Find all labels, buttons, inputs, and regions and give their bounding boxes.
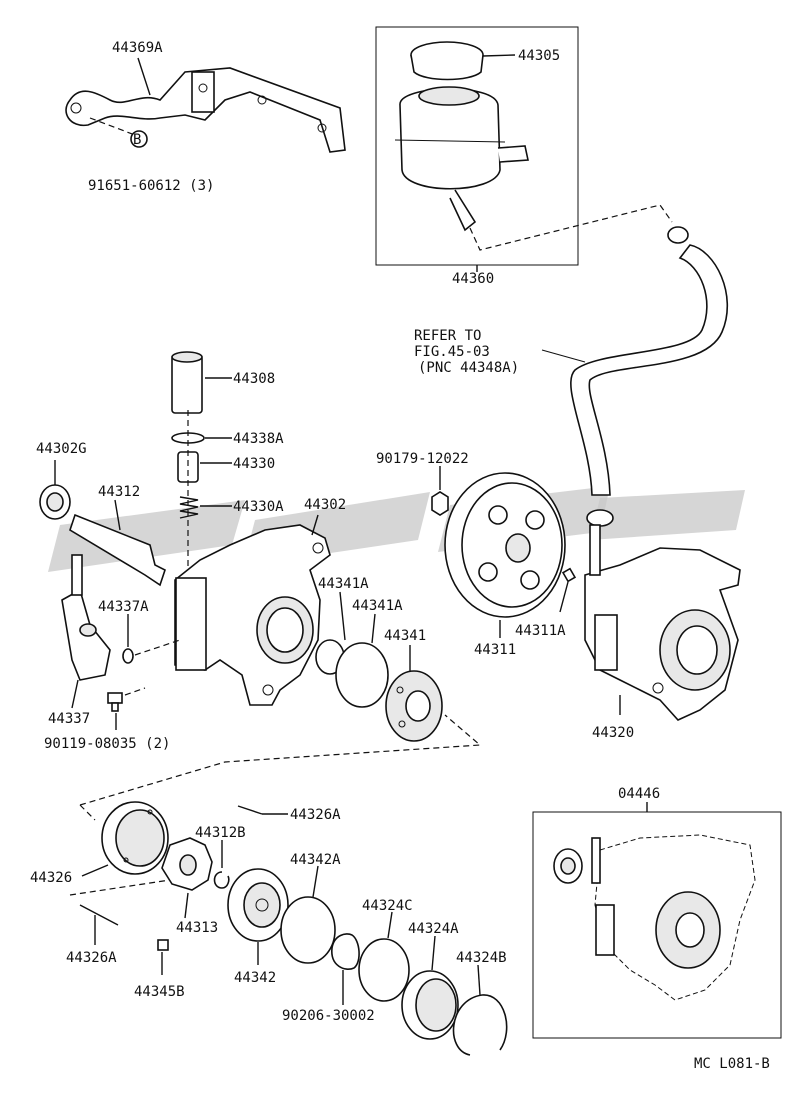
label-44326: 44326 [30,870,72,886]
pulley-44311[interactable] [444,472,566,618]
label-44341A-2: 44341A [352,598,403,614]
label-44345B: 44345B [134,984,185,1000]
label-44324C: 44324C [362,898,413,914]
label-44313: 44313 [176,920,218,936]
label-44326A-1: 44326A [290,807,341,823]
label-44330: 44330 [233,456,275,472]
label-44338A: 44338A [233,431,284,447]
kit-04446[interactable] [553,834,756,1001]
snap-ring-44324B[interactable] [452,964,508,1056]
side-plate-44342[interactable] [227,868,289,965]
valve-44330[interactable] [177,451,232,483]
label-44360: 44360 [452,271,494,287]
refer-line3: (PNC 44348A) [418,360,519,376]
label-44326A-2: 44326A [66,950,117,966]
label-44312: 44312 [98,484,140,500]
key-44311A[interactable] [559,567,577,613]
label-90119: 90119-08035 (2) [44,736,170,752]
label-44337: 44337 [48,711,90,727]
kit-box [532,811,782,1039]
end-cover-44324A[interactable] [401,935,459,1040]
label-44342A: 44342A [290,852,341,868]
label-44369A: 44369A [112,40,163,56]
label-44302G: 44302G [36,441,87,457]
label-44341: 44341 [384,628,426,644]
pin-44326A-lower[interactable] [79,904,119,945]
label-44342: 44342 [234,970,276,986]
o-ring-44342A[interactable] [280,865,336,964]
o-ring-44324C[interactable] [358,911,410,1002]
plate-44341[interactable] [385,645,443,742]
shaft-44312[interactable] [69,513,166,587]
label-04446: 04446 [618,786,660,802]
bolt-90119[interactable] [107,692,123,730]
label-44320: 44320 [592,725,634,741]
o-ring-44341A-large[interactable] [335,613,389,708]
label-90179: 90179-12022 [376,451,469,467]
label-44311: 44311 [474,642,516,658]
o-ring-44337A[interactable] [122,614,134,664]
cam-ring-44326[interactable] [101,801,169,875]
gasket-90206[interactable] [331,933,360,1005]
label-44337A: 44337A [98,599,149,615]
fitting-44337[interactable] [61,554,111,681]
label-44308: 44308 [233,371,275,387]
snap-ring-44312B[interactable] [213,840,230,889]
label-44324B: 44324B [456,950,507,966]
bracket-44369A[interactable] [65,57,346,153]
label-90206: 90206-30002 [282,1008,375,1024]
bolt-91651[interactable]: B [130,130,148,148]
pump-assembly-44320[interactable] [584,524,741,721]
vane-44345B[interactable] [157,939,169,975]
footer-code: MC L081-B [694,1056,770,1072]
pump-body-44302[interactable] [174,524,331,706]
label-44330A: 44330A [233,499,284,515]
spring-44330A[interactable] [179,496,232,519]
label-44324A: 44324A [408,921,459,937]
label-44341A-1: 44341A [318,576,369,592]
o-ring-44338A[interactable] [171,432,232,444]
refer-line1: REFER TO [414,328,481,344]
return-hose[interactable] [541,226,728,527]
union-44308[interactable] [171,351,232,414]
seal-44302G[interactable] [39,484,71,520]
rotor-44313[interactable] [161,837,213,891]
label-44311A: 44311A [515,623,566,639]
nut-90179[interactable] [431,466,449,516]
bolt-b-mark: B [133,132,141,148]
reservoir-cap-44305[interactable] [410,41,516,81]
label-91651: 91651-60612 (3) [88,178,214,194]
pin-44326A-upper[interactable] [237,805,288,815]
label-44312B: 44312B [195,825,246,841]
label-44302: 44302 [304,497,346,513]
label-44305: 44305 [518,48,560,64]
reservoir-tank[interactable] [394,86,529,232]
refer-line2: FIG.45-03 [414,344,490,360]
